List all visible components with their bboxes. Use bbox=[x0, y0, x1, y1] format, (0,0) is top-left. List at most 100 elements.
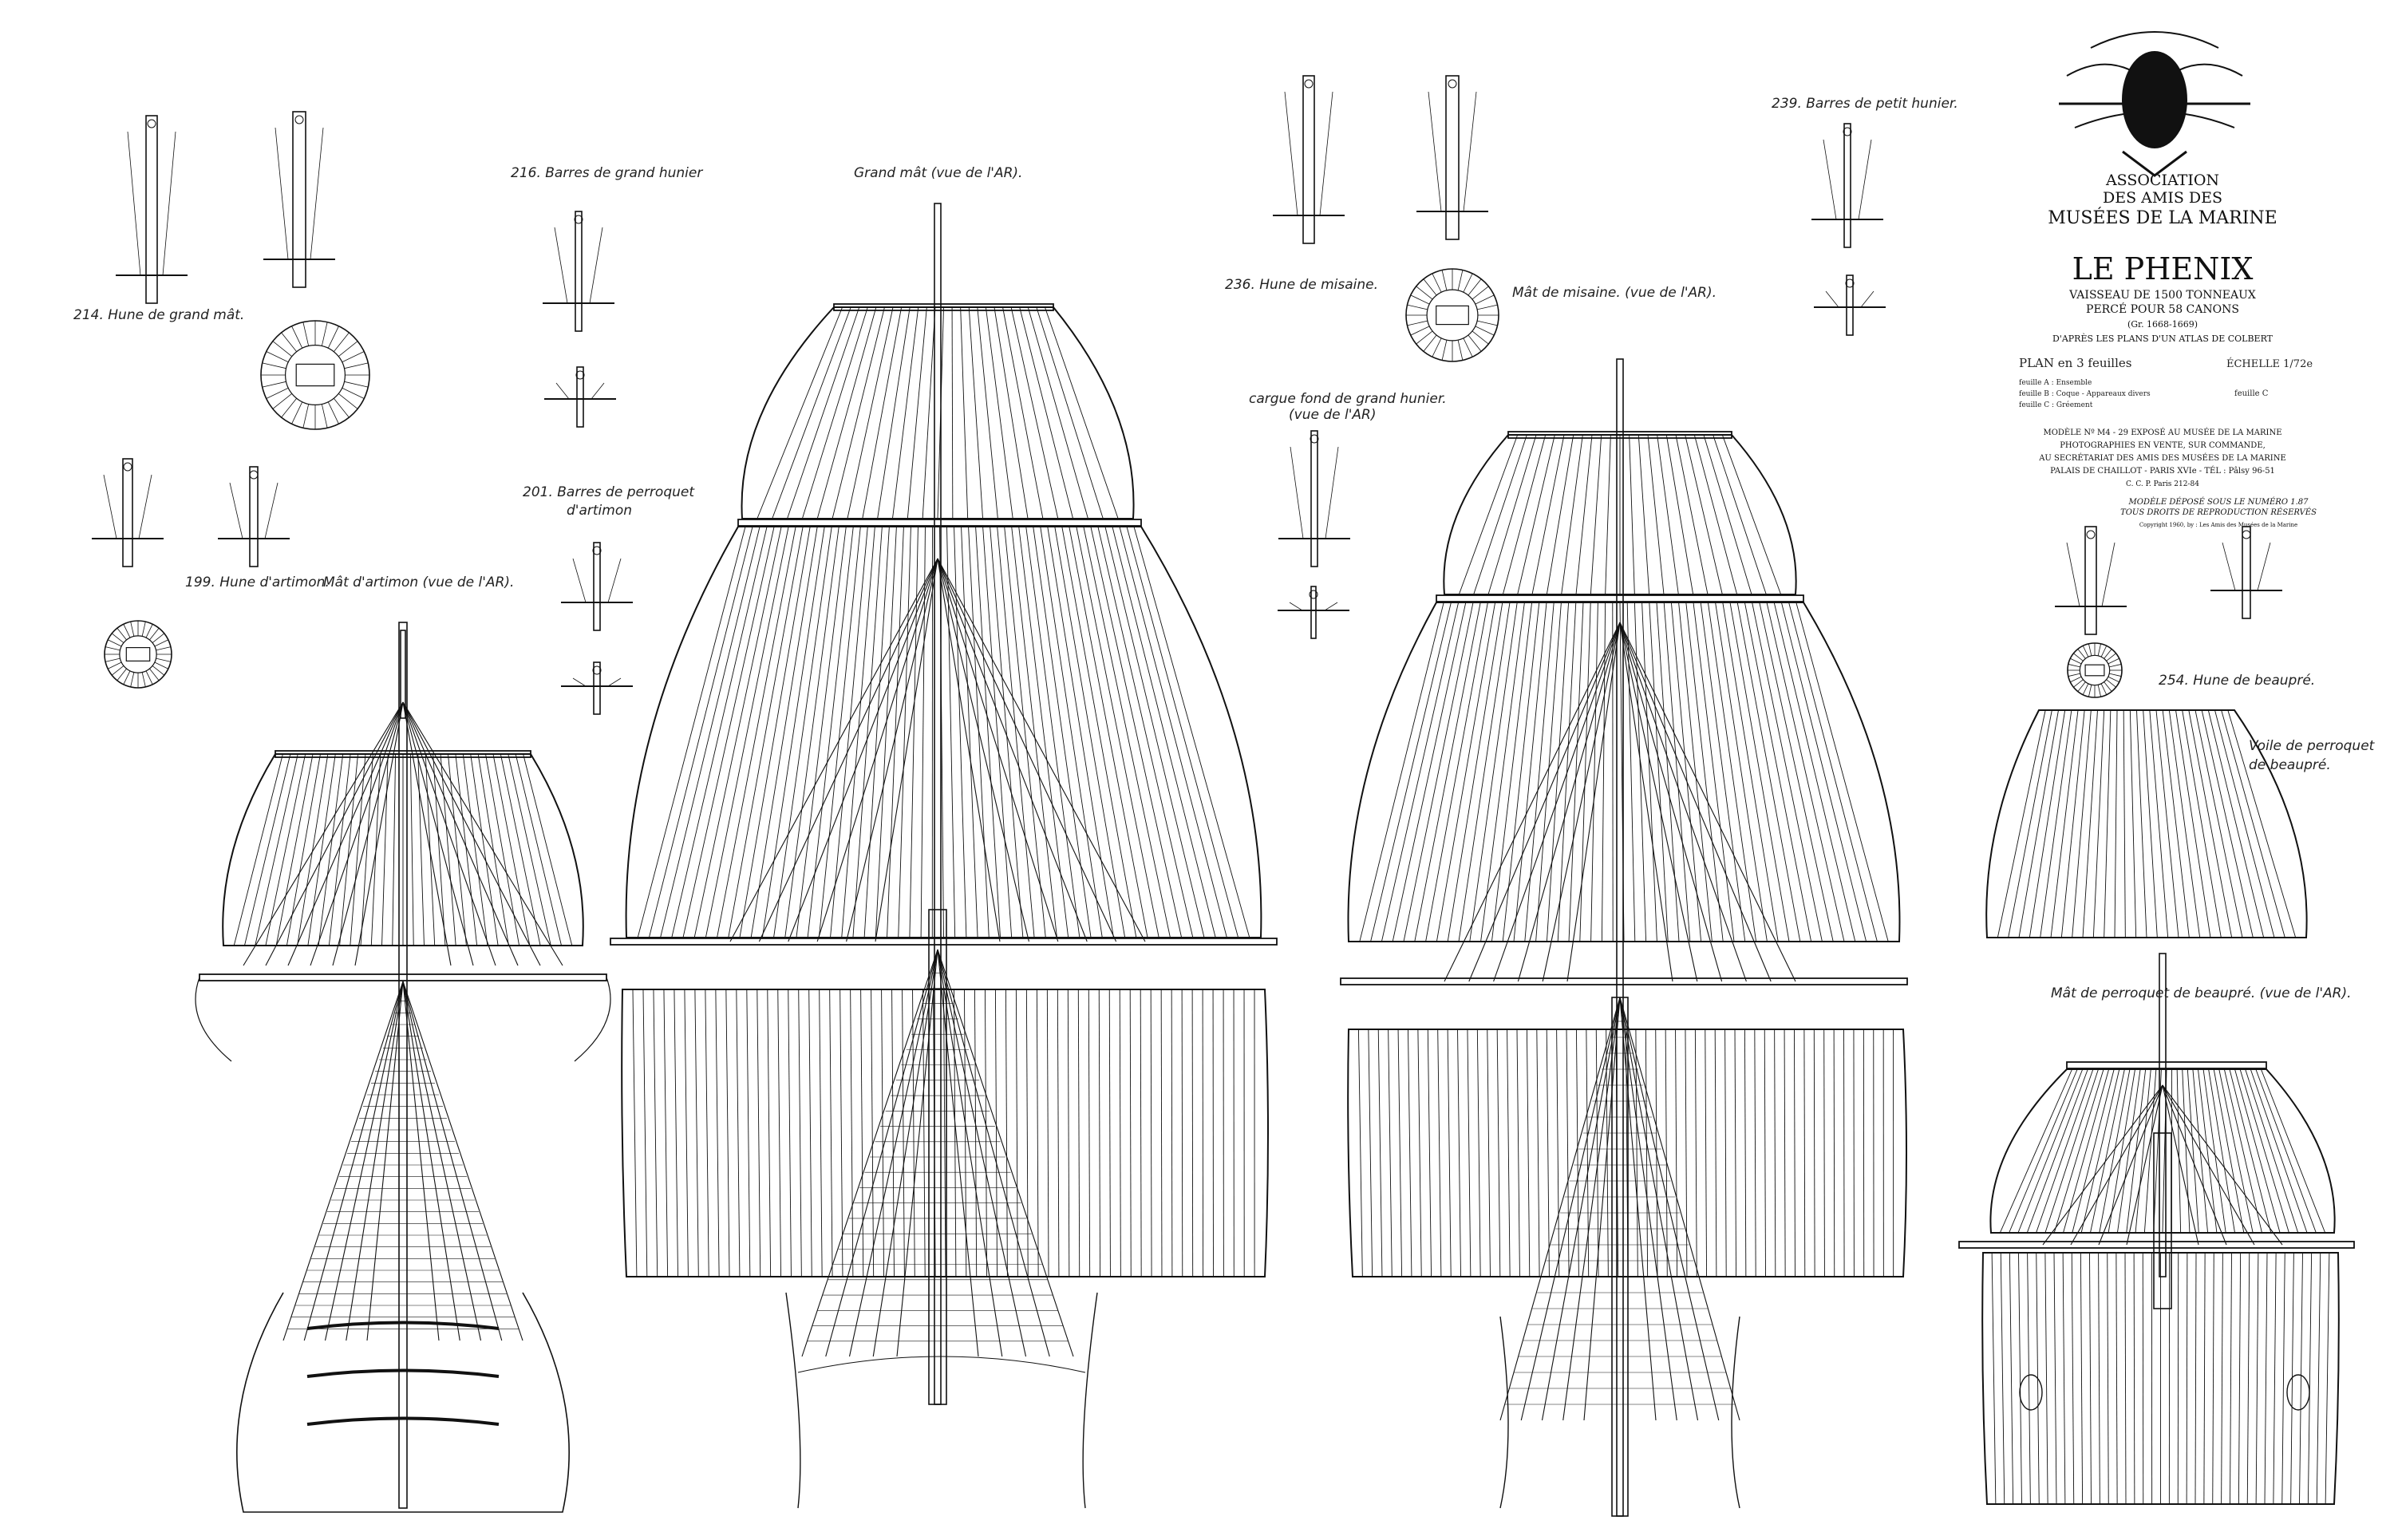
mizzen-crosstree-b-shaft bbox=[593, 661, 601, 715]
sail-cloth-seam bbox=[1590, 434, 1602, 595]
sail-cloth-seam bbox=[1476, 1029, 1481, 1277]
sheet-c: feuille C : Gréement bbox=[2019, 401, 2093, 409]
sail-cloth-seam bbox=[974, 989, 978, 1277]
sail-cloth-seam bbox=[1015, 989, 1018, 1277]
mizzen-topsail-outline bbox=[222, 753, 584, 946]
mizzen-topmast-head bbox=[400, 630, 406, 719]
fore-topgallant-sail-cloths bbox=[1458, 434, 1782, 595]
sail-cloth-seam bbox=[2175, 709, 2211, 938]
sail-cloth-seam bbox=[2053, 1252, 2057, 1505]
sail-cloth-seam bbox=[1759, 602, 1834, 942]
bowsprit-top-plan-spoke bbox=[2088, 643, 2092, 656]
main-topmast-crosstree-a-shaft bbox=[575, 211, 583, 332]
fore-top-plan-spoke bbox=[1468, 278, 1482, 296]
sail-cloth-seam bbox=[1615, 1029, 1619, 1277]
mizzen-lower-shroud-right bbox=[402, 981, 460, 1341]
sail-cloth-seam bbox=[1397, 1029, 1403, 1277]
sail-cloth-seam bbox=[2060, 709, 2085, 938]
sail-cloth-seam bbox=[2168, 709, 2201, 938]
main-top-plan-spoke bbox=[272, 393, 293, 409]
sail-cloth-seam bbox=[1531, 434, 1565, 595]
label-barres-perroquet-sub: d'artimon bbox=[567, 503, 632, 519]
main-lower-shroud-left bbox=[896, 949, 938, 1357]
sail-cloth-seam bbox=[1129, 989, 1132, 1277]
sail-cloth-seam bbox=[328, 753, 351, 946]
sail-cloth-seam bbox=[2255, 1252, 2259, 1505]
mizzen-brace-right bbox=[574, 977, 611, 1062]
sail-cloth-seam bbox=[1076, 526, 1159, 938]
bowsprit-top-plan-spoke bbox=[2108, 676, 2119, 683]
sail-cloth-seam bbox=[1126, 526, 1239, 938]
label-barres-petit-hunier: 239. Barres de petit hunier. bbox=[1772, 96, 1958, 112]
sail-cloth-seam bbox=[984, 989, 988, 1277]
main-top-plan-trestle bbox=[295, 363, 335, 387]
sail-cloth-seam bbox=[1427, 1029, 1432, 1277]
label-voile-perroquet-sub: de beaupré. bbox=[2249, 757, 2331, 773]
fore-top-plan-spoke bbox=[1475, 294, 1495, 305]
sail-cloth-seam bbox=[1796, 602, 1889, 942]
sail-cloth-seam bbox=[2250, 1068, 2308, 1234]
bowsprit-shroud-left bbox=[2070, 1084, 2163, 1246]
sail-cloth-seam bbox=[360, 753, 373, 946]
sail-cloth-seam bbox=[275, 753, 314, 946]
bowsprit-top-detail-a-stay bbox=[2066, 542, 2080, 607]
mizzen-top-plan-spoke bbox=[152, 665, 165, 676]
sail-cloth-seam bbox=[648, 526, 753, 938]
sail-cloth-seam bbox=[954, 526, 967, 938]
sail-cloth-seam bbox=[982, 526, 1013, 938]
main-topsail-cloths bbox=[637, 526, 1250, 938]
bowsprit-shroud-right bbox=[2162, 1084, 2255, 1246]
bowsprit-topgallant-sail-outline bbox=[1989, 1068, 2336, 1234]
sail-cloth-seam bbox=[1665, 434, 1694, 595]
sail-cloth-seam bbox=[455, 753, 478, 946]
sail-cloth-seam bbox=[830, 526, 868, 938]
sail-cloth-seam bbox=[1619, 602, 1625, 942]
bowsprit-top-plan-spoke bbox=[2073, 679, 2084, 688]
sail-cloth-seam bbox=[2162, 709, 2190, 938]
sail-cloth-seam bbox=[902, 989, 905, 1277]
sail-cloth-seam bbox=[946, 526, 956, 938]
sail-cloth-seam bbox=[2194, 709, 2243, 938]
sail-cloth-seam bbox=[1414, 602, 1481, 942]
sail-cloth-seam bbox=[1629, 434, 1635, 595]
main-hull-left bbox=[785, 1292, 801, 1509]
sail-cloth-seam bbox=[788, 989, 792, 1277]
sail-cloth-seam bbox=[1047, 526, 1114, 938]
bowsprit-shroud-right bbox=[2162, 1084, 2199, 1246]
fore-top-plan-spoke bbox=[1463, 338, 1473, 357]
fore-mast-drawing bbox=[1340, 358, 1908, 1517]
sail-cloth-seam bbox=[2194, 1252, 2197, 1505]
sail-cloth-seam bbox=[1780, 602, 1867, 942]
sail-cloth-seam bbox=[1517, 434, 1555, 595]
fore-topmast-shroud-right bbox=[1619, 622, 1747, 982]
sail-cloth-seam bbox=[1033, 526, 1092, 938]
sail-cloth-seam bbox=[960, 306, 969, 519]
sail-cloth-seam bbox=[798, 989, 802, 1277]
sail-cloth-seam bbox=[1724, 1029, 1727, 1277]
sail-cloth-seam bbox=[1788, 602, 1878, 942]
sail-cloth-seam bbox=[1546, 1029, 1550, 1277]
mizzen-top-plan-spoke bbox=[123, 623, 131, 638]
clew-detail-a-block bbox=[1310, 434, 1319, 444]
sail-cloth-seam bbox=[1714, 1029, 1717, 1277]
bowsprit-top-plan-spoke bbox=[2073, 653, 2084, 661]
notice-line-8: Copyright 1960, by : Les Amis des Musées… bbox=[2139, 522, 2297, 528]
sail-cloth-seam bbox=[907, 306, 927, 519]
sail-cloth-seam bbox=[1991, 1252, 1997, 1505]
mizzen-top-plan-spoke bbox=[141, 672, 146, 688]
sail-cloth-seam bbox=[642, 989, 648, 1277]
fore-top-detail-b-stay bbox=[1428, 91, 1442, 212]
sail-cloth-seam bbox=[1843, 1029, 1845, 1277]
sail-cloth-seam bbox=[2162, 1068, 2167, 1234]
mizzen-top-plan-spoke bbox=[145, 670, 153, 685]
fore-topmast-shroud-right bbox=[1619, 622, 1796, 982]
clew-detail-a-stay bbox=[1290, 446, 1304, 539]
main-topmast-crosstree-b-stay bbox=[591, 382, 605, 400]
sail-cloth-seam bbox=[2082, 709, 2098, 938]
sail-cloth-seam bbox=[470, 753, 499, 946]
sail-cloth-seam bbox=[1473, 434, 1527, 595]
sail-cloth-seam bbox=[1649, 602, 1669, 942]
bowsprit-top-detail-b-stay bbox=[2222, 542, 2236, 591]
sail-cloth-seam bbox=[1036, 989, 1039, 1277]
fore-topmast-shroud-left bbox=[1444, 622, 1621, 982]
